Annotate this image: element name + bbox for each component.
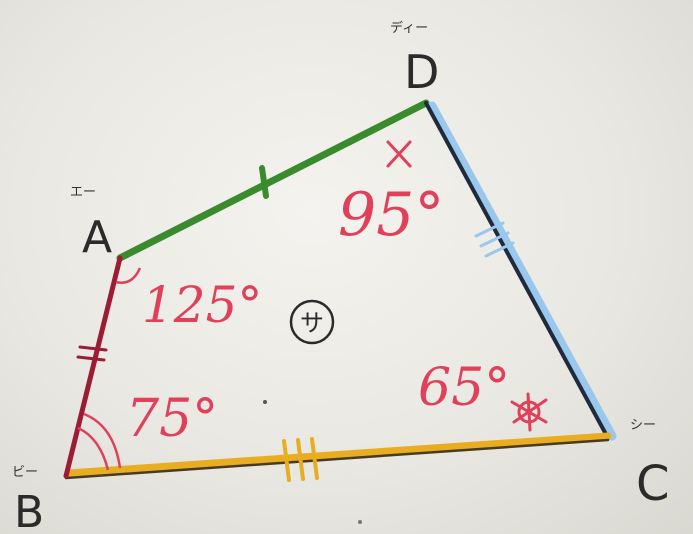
angle-arc-a [115,267,142,284]
tick-cb [282,437,319,482]
side-cb-highlight [64,432,612,477]
side-ad [116,99,430,262]
side-ab [63,255,123,479]
vertex-b-reading: ビー [12,465,38,480]
center-dot [263,400,267,404]
angle-mark-c [510,392,548,432]
tick-ad [259,165,269,199]
side-dc [424,101,610,440]
vertex-d-reading: ディー [390,20,428,36]
angle-d-value: 95° [338,180,444,250]
shape-label: サ [300,309,324,337]
vertex-b-label: B [14,487,44,534]
angle-arc-b [77,412,122,471]
angle-c-value: 65° [418,358,510,418]
vertex-c-reading: シー [630,418,656,433]
tick-ab [76,345,108,362]
shape-label-circle [289,299,335,345]
angle-a-value: 125° [142,276,262,334]
vertex-a-reading: エー [70,185,96,200]
angle-b-value: 75° [126,389,218,449]
vertex-a-label: A [82,212,112,263]
side-cb [64,438,610,480]
angle-mark-d [386,140,412,168]
tick-dc [474,221,515,258]
bottom-dot [358,520,362,524]
side-dc-highlight [427,101,617,441]
vertex-c-label: C [636,456,670,512]
vertex-d-label: D [404,45,439,99]
